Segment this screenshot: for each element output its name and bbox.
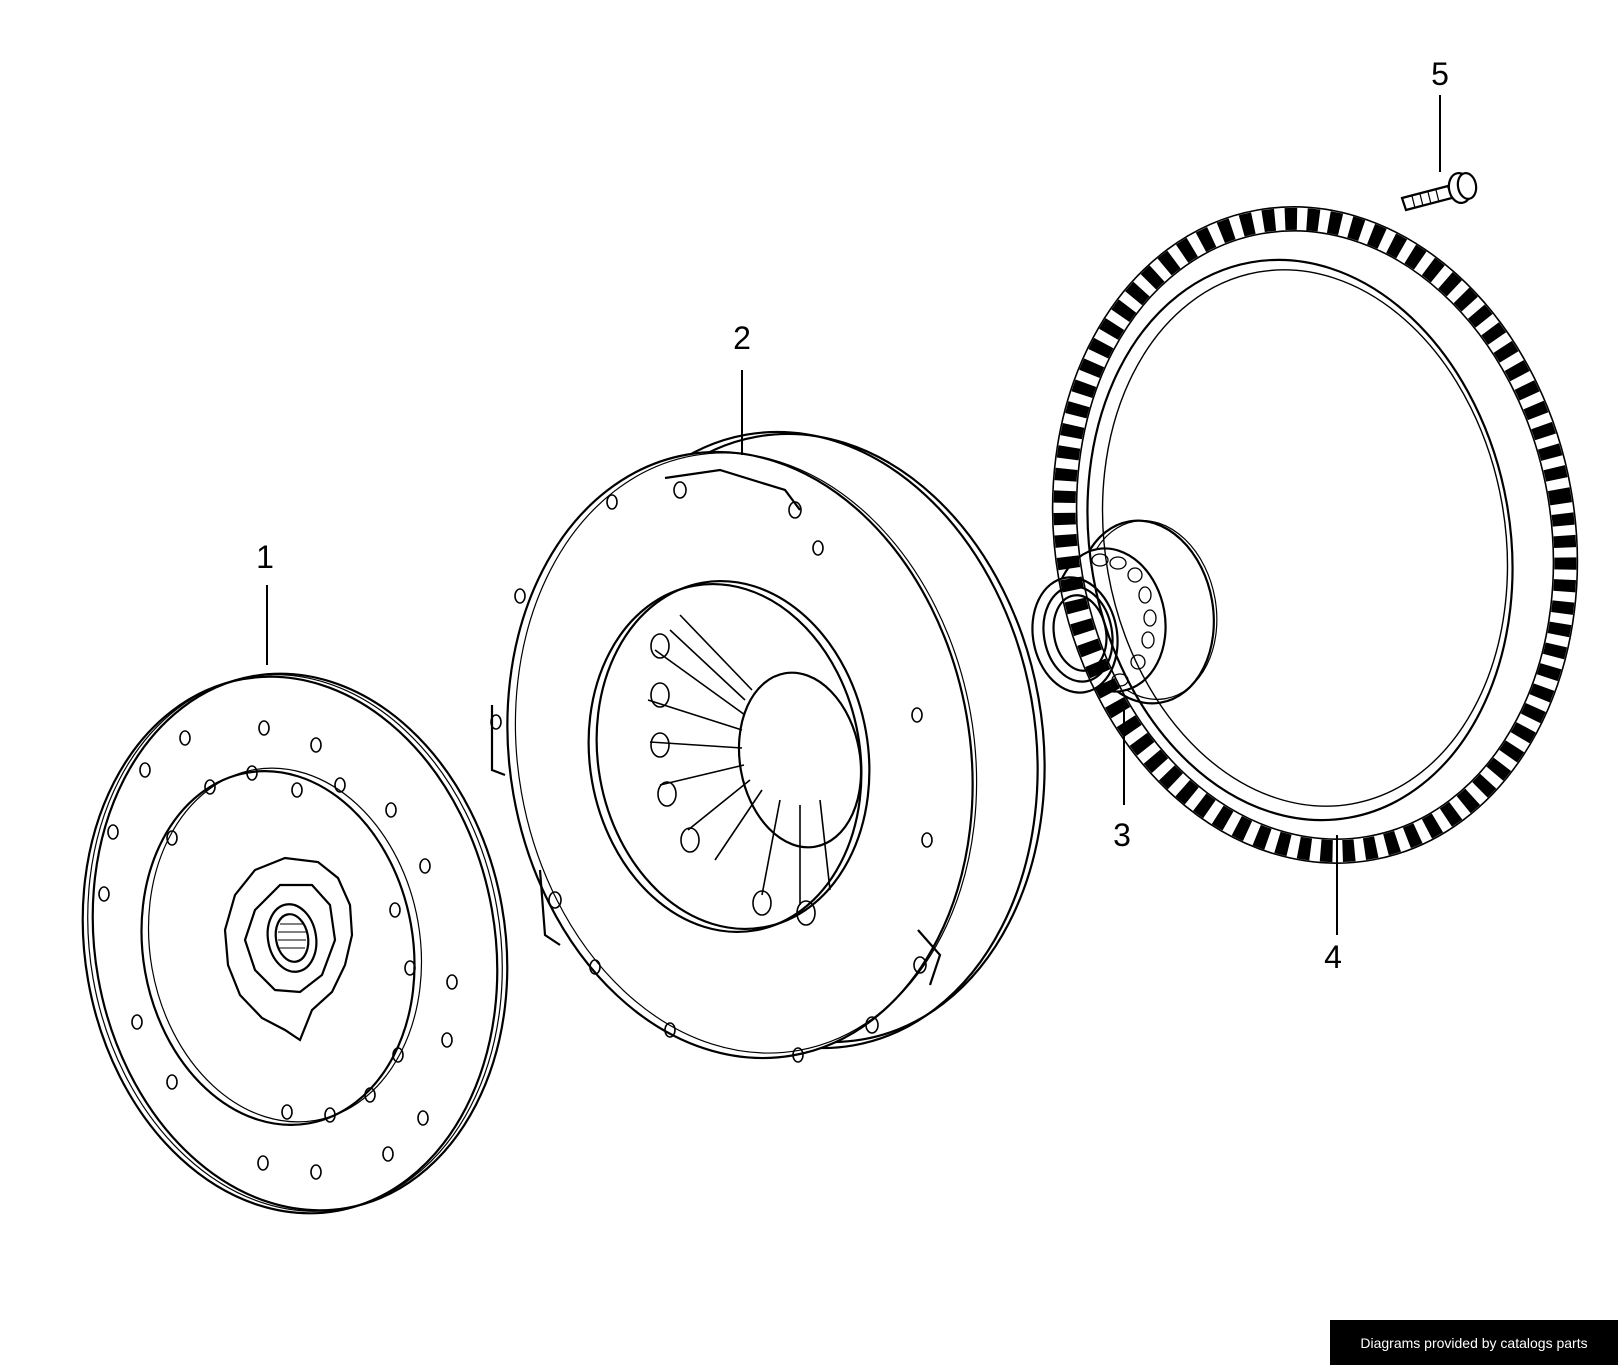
callout-label-2: 2 xyxy=(733,320,751,356)
callout-label-3: 3 xyxy=(1113,817,1131,853)
callout-label-4: 4 xyxy=(1324,939,1342,975)
flywheel-bolt xyxy=(1400,95,1478,212)
clutch-disc xyxy=(81,585,509,1215)
callout-label-1: 1 xyxy=(256,539,274,575)
pressure-plate xyxy=(490,370,1046,1063)
callout-label-5: 5 xyxy=(1431,56,1449,92)
attribution-footer: Diagrams provided by catalogs parts xyxy=(1330,1320,1618,1365)
flywheel-ring-gear xyxy=(1051,206,1579,935)
